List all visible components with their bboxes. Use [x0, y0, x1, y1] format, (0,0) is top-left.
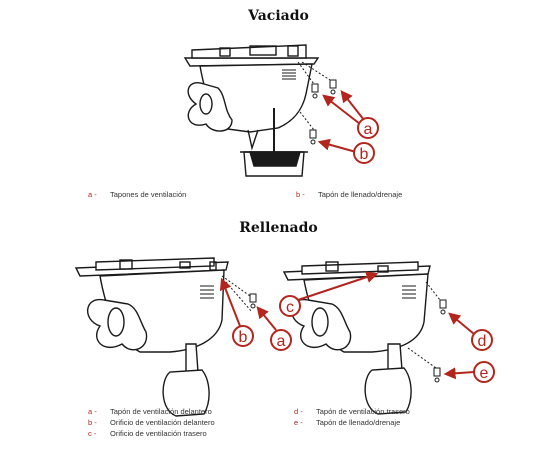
refill-callout-a: a [277, 333, 286, 350]
refill-legend-left: a - Tapón de ventilación delantero b - O… [88, 406, 215, 439]
legend-item: b - Tapón de llenado/drenaje [296, 189, 402, 200]
legend-text: Tapón de ventilación trasero [316, 407, 410, 416]
refill-front-gearcase-illustration [74, 257, 257, 417]
legend-text: Tapón de llenado/drenaje [316, 418, 401, 427]
legend-key: d - [294, 407, 303, 416]
drain-legend-left: a - Tapones de ventilación [88, 189, 186, 200]
legend-text: Orificio de ventilación delantero [110, 418, 215, 427]
legend-item: c - Orificio de ventilación trasero [88, 428, 215, 439]
legend-item: a - Tapones de ventilación [88, 189, 186, 200]
legend-text: Tapón de ventilación delantero [110, 407, 212, 416]
legend-text: Orificio de ventilación trasero [110, 429, 207, 438]
legend-key: b - [88, 418, 97, 427]
refill-callout-b: b [239, 329, 248, 346]
drain-callouts [317, 90, 379, 164]
legend-key: b - [296, 190, 305, 199]
refill-callout-e: e [480, 365, 489, 382]
legend-key: e - [294, 418, 303, 427]
legend-key: c - [88, 429, 97, 438]
refill-rear-gearcase-illustration [282, 261, 447, 415]
refill-legend-right: d - Tapón de ventilación trasero e - Tap… [294, 406, 410, 428]
legend-key: a - [88, 190, 97, 199]
refill-title: Rellenado [239, 220, 318, 236]
legend-text: Tapones de ventilación [110, 190, 187, 199]
drain-callout-b: b [360, 146, 369, 163]
refill-callout-c: c [286, 299, 294, 316]
legend-item: d - Tapón de ventilación trasero [294, 406, 410, 417]
refill-rear-callouts [279, 271, 495, 383]
legend-item: e - Tapón de llenado/drenaje [294, 417, 410, 428]
drain-legend-right: b - Tapón de llenado/drenaje [296, 189, 402, 200]
legend-key: a - [88, 407, 97, 416]
drain-callout-a: a [364, 121, 373, 138]
drain-title: Vaciado [248, 8, 309, 24]
refill-callout-d: d [478, 333, 487, 350]
legend-item: b - Orificio de ventilación delantero [88, 417, 215, 428]
refill-front-callouts [219, 277, 292, 351]
legend-item: a - Tapón de ventilación delantero [88, 406, 215, 417]
drain-gearcase-illustration [183, 44, 337, 177]
legend-text: Tapón de llenado/drenaje [318, 190, 403, 199]
